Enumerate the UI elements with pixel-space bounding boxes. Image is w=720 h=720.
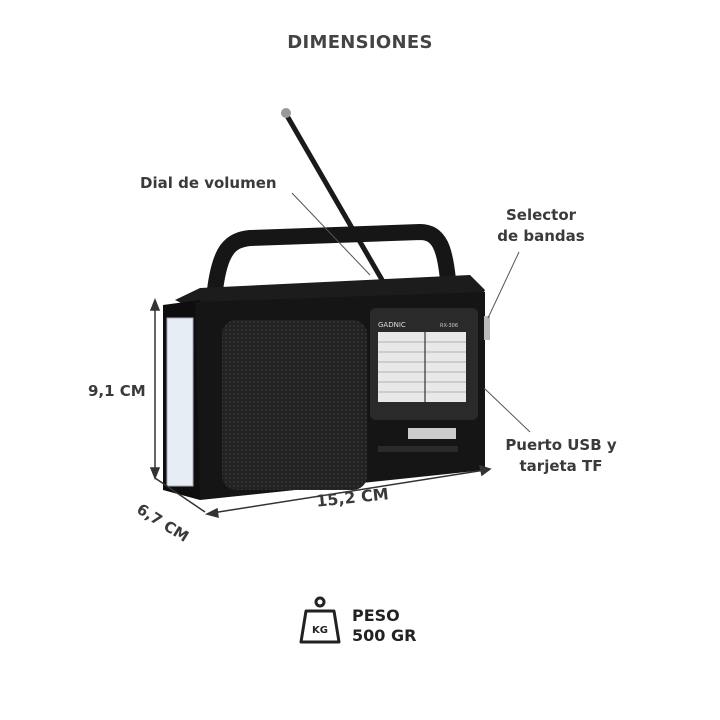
brand-logo: GADNIC [378,321,406,329]
antenna-tip [281,108,291,118]
usb-label-line1: Puerto USB y [505,436,617,454]
model-label: RX-306 [440,323,458,329]
height-dimension: 9,1 CM [88,382,146,400]
page-title: DIMENSIONES [287,32,433,53]
antenna [283,112,388,287]
usb-port-label: Puerto USB y tarjeta TF [496,435,626,477]
band-selector-knob [484,316,490,340]
tuning-scale [378,332,466,402]
band-selector-label: Selector de bandas [480,205,602,247]
band-slider [408,428,456,439]
volume-dial-label: Dial de volumen [140,174,277,192]
svg-text:KG: KG [312,625,328,636]
usb-label-line2: tarjeta TF [519,457,603,475]
handle [207,224,456,292]
band-selector-label-line1: Selector [505,206,577,224]
lamp [166,317,194,487]
kg-weight-icon [299,596,341,644]
weight-info: PESO 500 GR [352,606,416,646]
weight-label: PESO [352,606,400,625]
weight-value: 500 GR [352,626,417,645]
band-selector-label-line2: de bandas [497,227,585,245]
